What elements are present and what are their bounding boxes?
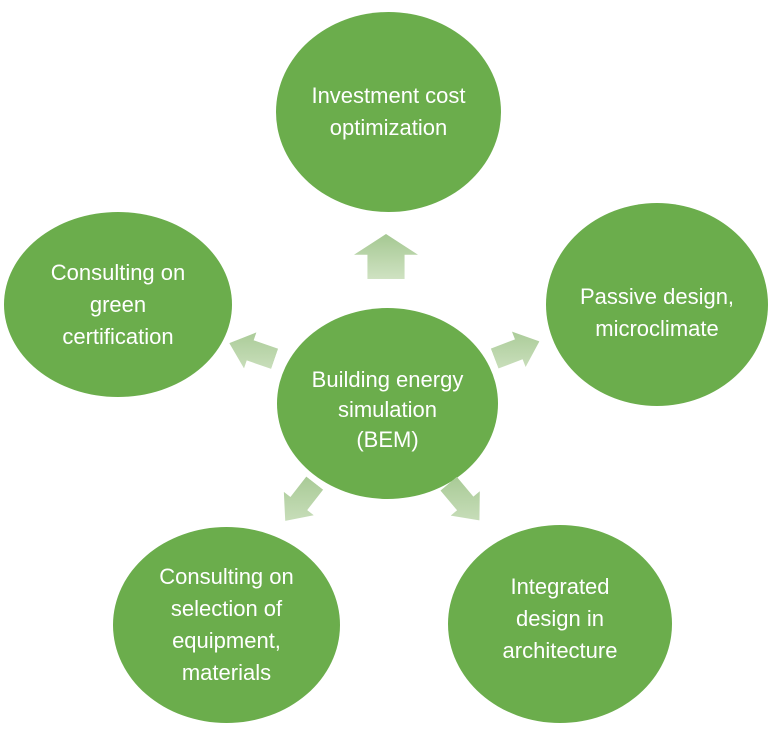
node-label-line: (BEM): [356, 426, 419, 452]
arrow-up-right-icon: [488, 324, 546, 377]
node-label-line: Consulting on: [50, 259, 186, 285]
node-consulting-equipment-materials: Consulting on selection of equipment, ma…: [113, 527, 340, 723]
node-integrated-design-architecture: Integrated design in architecture: [448, 525, 672, 723]
node-label: Building energy simulation (BEM): [312, 365, 464, 455]
node-label: Passive design, microclimate: [580, 281, 734, 345]
node-label-line: materials: [181, 660, 272, 685]
arrow-up-left-icon: [223, 325, 281, 377]
node-building-energy-simulation: Building energy simulation (BEM): [277, 308, 498, 499]
node-label-line: simulation: [337, 396, 438, 422]
node-label: Investment cost optimization: [311, 80, 465, 144]
node-consulting-green-certification: Consulting on green certification: [4, 212, 232, 397]
arrow-down-left-icon: [270, 471, 329, 532]
node-label-line: equipment,: [172, 628, 281, 653]
arrow-up-icon: [354, 234, 418, 279]
node-label-line: green: [89, 291, 147, 317]
node-label-line: Passive design,: [579, 283, 735, 309]
node-label: Consulting on selection of equipment, ma…: [159, 561, 294, 689]
node-label: Integrated design in architecture: [503, 571, 618, 667]
node-label-line: microclimate: [595, 315, 719, 341]
node-label-line: selection of: [170, 596, 283, 621]
node-passive-design-microclimate: Passive design, microclimate: [546, 203, 768, 406]
node-label-line: Integrated: [510, 574, 610, 599]
node-label-line: design in: [515, 606, 605, 631]
node-label-line: optimization: [329, 115, 448, 140]
node-label-line: Investment cost: [311, 83, 466, 108]
node-label-line: Building energy: [311, 366, 464, 392]
node-label-line: certification: [62, 323, 174, 349]
node-label-line: Consulting on: [159, 564, 294, 589]
node-investment-cost-optimization: Investment cost optimization: [276, 12, 501, 212]
node-label: Consulting on green certification: [51, 257, 186, 353]
node-label-line: architecture: [502, 638, 618, 663]
